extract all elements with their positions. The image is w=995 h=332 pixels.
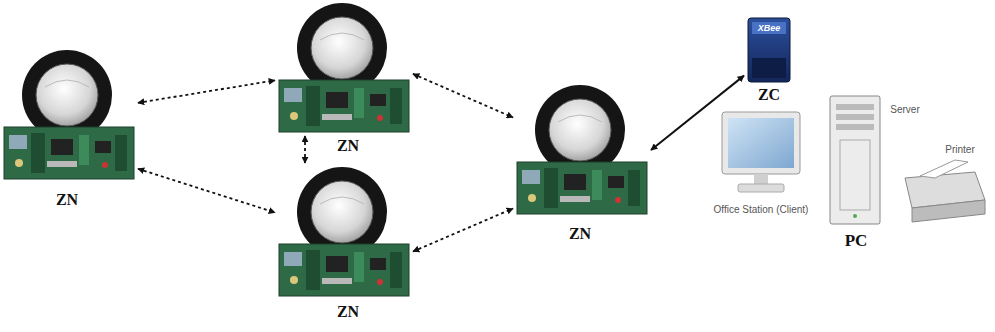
server-tower [830,96,880,224]
wireless-link [138,169,275,213]
node-label: ZN [56,192,78,208]
zigbee-module [748,18,790,82]
text-label: Printer [935,144,985,156]
sensor-node: ZN [279,167,409,297]
node-label: ZN [337,138,359,154]
client-computer [722,112,800,192]
node-label: ZN [337,304,359,320]
node-label: ZN [569,226,591,242]
text-label: XBee [749,23,789,33]
printer-icon [905,160,985,222]
wireless-link [304,136,306,163]
sensor-node: ZN [279,3,409,132]
text-label: PC [836,231,876,251]
sensor-node: ZN [517,85,647,215]
link-arrow [651,76,744,150]
node-label: ZC [758,87,780,103]
wireless-link [138,80,275,102]
wireless-link [413,209,513,252]
text-label: Office Station (Client) [713,204,809,216]
wireless-link [413,74,513,118]
sensor-node: ZN [4,50,134,182]
text-label: Server [880,104,930,116]
